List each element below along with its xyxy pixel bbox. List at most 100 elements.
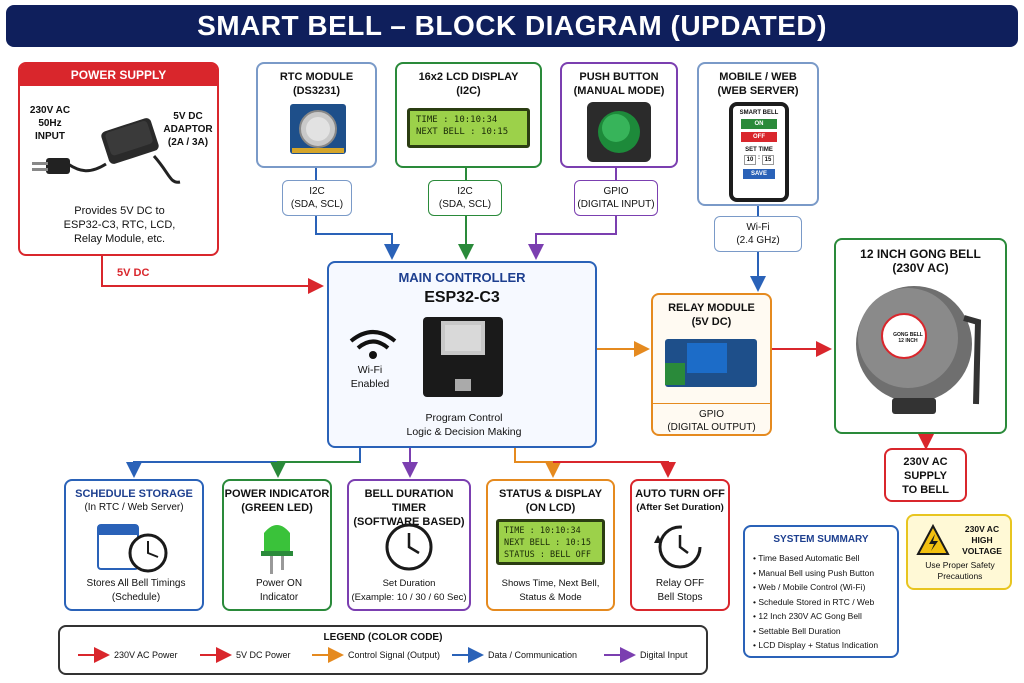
schedule-title: SCHEDULE STORAGE xyxy=(75,488,193,500)
schedule-subtitle: (In RTC / Web Server) xyxy=(84,502,184,513)
gong-title: 12 INCH GONG BELL xyxy=(860,247,981,261)
status-description: Shows Time, Next Bell,Status & Mode xyxy=(501,578,600,603)
controller-chip-name: ESP32-C3 xyxy=(424,289,500,306)
summary-item: • Time Based Automatic Bell xyxy=(753,553,860,563)
relay-icon xyxy=(665,339,757,387)
calendar-clock-icon xyxy=(97,524,168,573)
set-time-label: SET TIME xyxy=(745,147,773,153)
time-separator: : xyxy=(758,155,760,161)
page-title: SMART BELL – BLOCK DIAGRAM (UPDATED) xyxy=(6,5,1018,47)
summary-item: • LCD Display + Status Indication xyxy=(753,640,879,650)
timer-description: Set Duration(Example: 10 / 30 / 60 Sec) xyxy=(351,578,467,603)
green-led-icon xyxy=(261,525,293,574)
auto-off-subtitle: (After Set Duration) xyxy=(636,502,724,513)
push-button-icon xyxy=(587,102,651,162)
clock-icon xyxy=(385,523,433,571)
controller-header: MAIN CONTROLLER xyxy=(398,270,526,285)
gong-bell-icon xyxy=(856,286,982,414)
legend-control-signal: Control Signal (Output) xyxy=(348,650,441,660)
rtc-chip-icon xyxy=(290,104,346,154)
status-lcd-screen: TIME : 10:10:34 NEXT BELL : 10:15 STATUS… xyxy=(496,519,605,565)
relay-title: RELAY MODULE xyxy=(668,302,755,314)
status-lcd-line-2: NEXT BELL : 10:15 xyxy=(504,538,591,548)
app-on-button[interactable]: ON xyxy=(741,119,777,129)
rtc-subtitle: (DS3231) xyxy=(292,85,341,97)
lcd-i2c-connector: I2C(SDA, SCL) xyxy=(428,180,502,216)
legend-block: LEGEND (COLOR CODE) 230V AC Power 5V DC … xyxy=(58,625,708,675)
mobile-web-block: MOBILE / WEB (WEB SERVER) SMART BELL ON … xyxy=(697,62,819,206)
app-save-button[interactable]: SAVE xyxy=(743,169,775,179)
system-summary-block: SYSTEM SUMMARY • Time Based Automatic Be… xyxy=(743,525,899,658)
timer-reset-icon xyxy=(654,525,702,569)
summary-title: SYSTEM SUMMARY xyxy=(773,534,869,545)
lcd-screen: TIME : 10:10:34 NEXT BELL : 10:15 xyxy=(407,108,530,148)
summary-item: • Settable Bell Duration xyxy=(753,625,841,636)
power-indicator-subtitle: (GREEN LED) xyxy=(241,502,313,514)
supply-line-1: 230V AC xyxy=(903,456,948,468)
status-lcd-line-1: TIME : 10:10:34 xyxy=(504,526,581,536)
wifi-connector: Wi-Fi(2.4 GHz) xyxy=(714,216,802,252)
minute-field[interactable]: 15 xyxy=(762,155,774,165)
legend-digital-input: Digital Input xyxy=(640,650,688,660)
hour-field[interactable]: 10 xyxy=(744,155,756,165)
legend-title: LEGEND (COLOR CODE) xyxy=(323,632,443,643)
lcd-subtitle: (I2C) xyxy=(456,85,481,97)
summary-item: • 12 Inch 230V AC Gong Bell xyxy=(753,611,862,621)
wifi-icon xyxy=(349,330,397,359)
lcd-display-block: 16x2 LCD DISPLAY (I2C) TIME : 10:10:34 N… xyxy=(395,62,542,168)
app-off-button[interactable]: OFF xyxy=(741,132,777,142)
button-gpio-connector: GPIO(DIGITAL INPUT) xyxy=(574,180,658,216)
power-indicator-title: POWER INDICATOR xyxy=(224,488,330,500)
mobile-subtitle: (WEB SERVER) xyxy=(717,85,799,97)
summary-item: • Web / Mobile Control (Wi-Fi) xyxy=(753,582,866,592)
auto-off-title: AUTO TURN OFF xyxy=(635,488,725,500)
power-supply-header: POWER SUPPLY xyxy=(20,64,217,86)
push-button-block: PUSH BUTTON (MANUAL MODE) xyxy=(560,62,678,168)
lcd-line-1: TIME : 10:10:34 xyxy=(416,115,498,125)
push-button-title: PUSH BUTTON xyxy=(579,71,659,83)
esp32-board-icon xyxy=(423,317,503,397)
legend-arrows xyxy=(78,647,636,663)
app-title: SMART BELL xyxy=(739,110,779,116)
rtc-i2c-connector: I2C(SDA, SCL) xyxy=(282,180,352,216)
push-button-subtitle: (MANUAL MODE) xyxy=(573,85,665,97)
duration-timer-block: BELL DURATION TIMER (SOFTWARE BASED) Set… xyxy=(347,479,471,611)
auto-turn-off-block: AUTO TURN OFF (After Set Duration) Relay… xyxy=(630,479,730,611)
status-lcd-line-3: STATUS : BELL OFF xyxy=(504,550,591,560)
timer-title: BELL DURATION TIMER xyxy=(364,488,454,514)
status-display-block: STATUS & DISPLAY (ON LCD) TIME : 10:10:3… xyxy=(486,479,615,611)
relay-subtitle: (5V DC) xyxy=(691,316,732,328)
summary-item: • Schedule Stored in RTC / Web xyxy=(753,596,875,607)
lcd-title: 16x2 LCD DISPLAY xyxy=(418,71,519,83)
relay-module-block: RELAY MODULE (5V DC) GPIO (DIGITAL OUTPU… xyxy=(651,293,772,436)
supply-line-3: TO BELL xyxy=(902,484,949,496)
dc-output-label: 5V DC xyxy=(117,267,150,279)
legend-data-comm: Data / Communication xyxy=(488,650,578,660)
summary-list: • Time Based Automatic Bell • Manual Bel… xyxy=(745,547,897,653)
rtc-module-block: RTC MODULE (DS3231) xyxy=(256,62,377,168)
lcd-line-2: NEXT BELL : 10:15 xyxy=(416,127,509,137)
relay-gpio-section: GPIO (DIGITAL OUTPUT) xyxy=(653,403,770,434)
status-title: STATUS & DISPLAY xyxy=(498,488,603,500)
supply-line-2: SUPPLY xyxy=(903,470,947,482)
supply-to-bell-block: 230V AC SUPPLY TO BELL xyxy=(884,448,967,502)
timer-subtitle: (SOFTWARE BASED) xyxy=(353,516,465,528)
legend-ac-power: 230V AC Power xyxy=(114,650,178,660)
schedule-description: Stores All Bell Timings(Schedule) xyxy=(86,578,186,603)
phone-mockup: SMART BELL ON OFF SET TIME 10 : 15 SAVE xyxy=(729,102,789,202)
